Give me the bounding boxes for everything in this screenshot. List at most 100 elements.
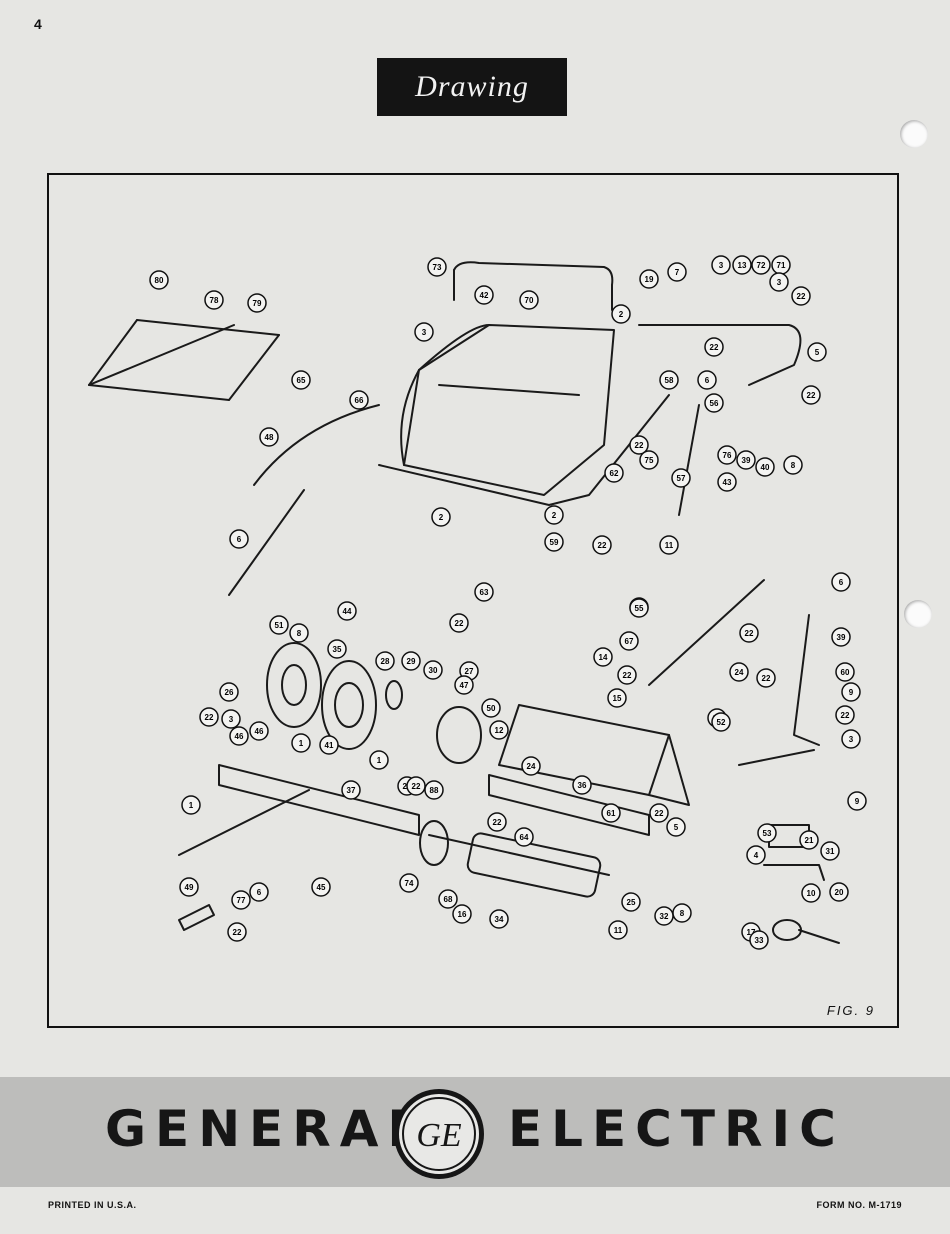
wheel-cap (436, 706, 482, 764)
bag-support-frame (378, 324, 802, 506)
part-callout-number: 2 (552, 511, 557, 520)
part-callout-number: 22 (807, 391, 816, 400)
part-callout-circle (807, 342, 827, 362)
part-callout-circle (617, 665, 637, 685)
part-callout-number: 53 (763, 829, 772, 838)
part-callout-circle (199, 707, 219, 727)
part-callout-circle (319, 735, 339, 755)
part-callout-number: 9 (855, 797, 860, 806)
part-callout-number: 25 (627, 898, 636, 907)
part-callout-circle (604, 463, 624, 483)
part-callout-number: 79 (253, 299, 262, 308)
ge-logo: GE (394, 1089, 484, 1179)
part-callout-number: 9 (849, 688, 854, 697)
part-callout-number: 22 (841, 711, 850, 720)
part-callout-circle (259, 427, 279, 447)
figure-label: FIG. 9 (826, 1003, 875, 1018)
part-callout: 45 (311, 877, 331, 897)
part-callout-circle (414, 322, 434, 342)
part-callout: 26 (219, 682, 239, 702)
part-callout: 1 (181, 795, 201, 815)
part-callout-number: 5 (674, 823, 679, 832)
part-callout-circle (149, 270, 169, 290)
part-callout-circle (592, 535, 612, 555)
part-callout-number: 22 (635, 441, 644, 450)
part-callout-number: 37 (347, 786, 356, 795)
part-callout-number: 22 (455, 619, 464, 628)
part-callout-number: 52 (717, 718, 726, 727)
part-callout-number: 11 (665, 541, 674, 550)
part-callout: 25 (621, 892, 641, 912)
part-callout: 63 (474, 582, 494, 602)
part-callout-circle (521, 756, 541, 776)
part-callout-circle (291, 733, 311, 753)
part-callout-circle (221, 709, 241, 729)
part-callout-number: 57 (677, 474, 686, 483)
part-callout: 31 (820, 841, 840, 861)
part-callout: 64 (514, 827, 534, 847)
part-callout-number: 8 (791, 461, 796, 470)
part-callout-number: 26 (225, 688, 234, 697)
part-callout-number: 29 (407, 657, 416, 666)
part-callout-circle (835, 662, 855, 682)
part-callout-circle (231, 890, 251, 910)
part-callout: 22 (704, 337, 724, 357)
part-callout-circle (593, 647, 613, 667)
part-callout: 8 (783, 455, 803, 475)
part-callout-circle (487, 812, 507, 832)
part-callout: 67 (619, 631, 639, 651)
part-callout-number: 3 (849, 735, 854, 744)
part-callout-number: 50 (487, 704, 496, 713)
part-callout-number: 8 (680, 909, 685, 918)
height-lever (793, 614, 820, 746)
part-callout: 74 (399, 873, 419, 893)
part-callout-circle (801, 385, 821, 405)
part-callout-circle (289, 623, 309, 643)
part-callout-circle (607, 688, 627, 708)
part-callout-number: 6 (237, 535, 242, 544)
part-callout: 47 (454, 675, 474, 695)
part-callout-circle (831, 572, 851, 592)
part-callout-number: 46 (255, 727, 264, 736)
part-callout-circle (659, 370, 679, 390)
bag-frame-assembly (88, 319, 280, 401)
part-callout-circle (423, 660, 443, 680)
part-callout-number: 33 (755, 936, 764, 945)
part-callout-circle (369, 750, 389, 770)
part-callout-circle (820, 841, 840, 861)
part-callout-number: 74 (405, 879, 414, 888)
part-callout-circle (399, 873, 419, 893)
part-callout: 10 (801, 883, 821, 903)
part-callout-number: 22 (412, 782, 421, 791)
part-callout-number: 24 (527, 762, 536, 771)
part-callout-circle (327, 639, 347, 659)
part-callout-circle (519, 290, 539, 310)
part-callout: 1 (369, 750, 389, 770)
part-callout-circle (711, 712, 731, 732)
part-callout-number: 48 (265, 433, 274, 442)
part-callout-number: 12 (495, 726, 504, 735)
brand-name-right: ELECTRIC (508, 1100, 845, 1158)
part-callout-number: 80 (155, 276, 164, 285)
part-callout-number: 22 (623, 671, 632, 680)
part-callout-number: 2 (619, 310, 624, 319)
part-callout-circle (375, 651, 395, 671)
part-callout-number: 16 (458, 910, 467, 919)
part-callout-circle (438, 889, 458, 909)
binder-hole-middle (904, 600, 932, 628)
part-callout-number: 2 (439, 513, 444, 522)
part-callout-circle (427, 257, 447, 277)
part-callout: 6 (697, 370, 717, 390)
part-callout-number: 34 (495, 915, 504, 924)
part-callout-number: 24 (735, 668, 744, 677)
part-callout-circle (841, 729, 861, 749)
part-callout: 58 (659, 370, 679, 390)
part-callout: 5 (666, 817, 686, 837)
part-callout: 62 (604, 463, 624, 483)
side-link (738, 749, 815, 766)
part-callout-number: 6 (839, 578, 844, 587)
part-callout-circle (659, 535, 679, 555)
part-callout-number: 70 (525, 296, 534, 305)
part-callout-circle (697, 370, 717, 390)
part-callout: 4 (746, 845, 766, 865)
